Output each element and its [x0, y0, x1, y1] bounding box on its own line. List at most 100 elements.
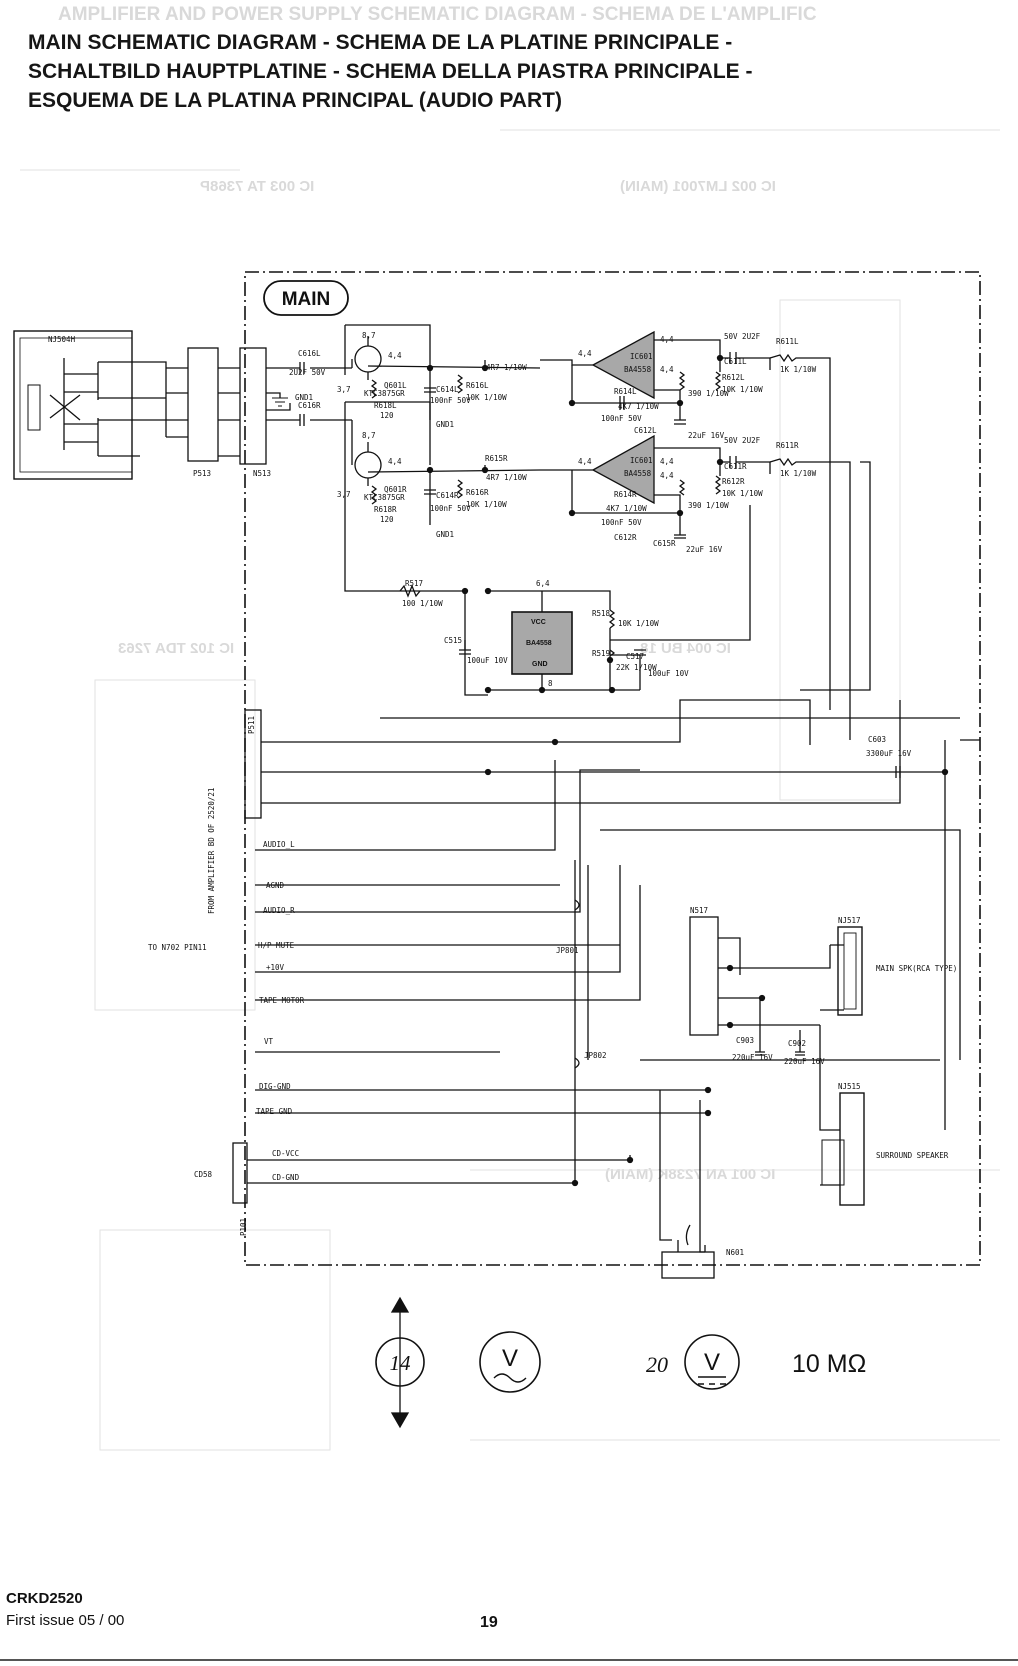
c611l-value: 50V 2U2F — [724, 332, 761, 341]
voltage-q601r-c: 8,7 — [362, 431, 376, 440]
r618l-value: 120 — [380, 411, 394, 420]
c616r-label: C616R — [298, 401, 321, 410]
r618r-label: R618R — [374, 505, 397, 514]
r612l-label: R612L — [722, 373, 745, 382]
net-audio-l: AUDIO_L — [263, 840, 295, 849]
c611r-value: 50V 2U2F — [724, 436, 761, 445]
to-n702-label: TO N702 PIN11 — [148, 943, 207, 952]
main-board-outline — [244, 271, 981, 1266]
r614l-label: R614L — [614, 387, 637, 396]
gnd1-label-l: GND1 — [436, 420, 454, 429]
r615l-value: 4R7 1/10W — [486, 363, 527, 372]
impedance-label: 10 MΩ — [792, 1350, 866, 1378]
net-cd-gnd: CD-GND — [272, 1173, 300, 1182]
c611r-label: C611R — [724, 462, 747, 471]
issue-text: First issue 05 / 00 — [6, 1612, 125, 1629]
n601-label: N601 — [726, 1248, 744, 1257]
q601r-type: KTC3875GR — [364, 493, 405, 502]
voltage-ic-fb-r: 4,4 — [660, 471, 674, 480]
net-plus10v: +10V — [266, 963, 285, 972]
ghost-header-text: AMPLIFIER AND POWER SUPPLY SCHEMATIC DIA… — [58, 4, 817, 25]
r611r-value: 1K 1/10W — [780, 469, 817, 478]
c615l-value: 22uF 16V — [688, 431, 725, 440]
r518-label: R518 — [592, 609, 611, 618]
ic-vcc-label: VCC — [531, 619, 546, 626]
r616r-value: 10K 1/10W — [466, 500, 507, 509]
nj515-label: NJ515 — [838, 1082, 861, 1091]
q601r-label: Q601R — [384, 485, 407, 494]
r614l-value: 4K7 1/10W — [618, 402, 659, 411]
surround-label: SURROUND SPEAKER — [876, 1151, 949, 1160]
ic-gnd-label: GND — [532, 661, 548, 668]
q601l-label: Q601L — [384, 381, 407, 390]
c517-value: 100uF 10V — [648, 669, 689, 678]
main-board-label: MAIN — [282, 289, 331, 310]
from-amp-label: FROM AMPLIFIER BD OF 2520/21 — [207, 788, 216, 914]
measure-point-number: 14 — [390, 1351, 412, 1375]
r614r-value: 4K7 1/10W — [606, 504, 647, 513]
r611l-value: 1K 1/10W — [780, 365, 817, 374]
jp801-label: JP801 — [556, 946, 579, 955]
voltage-ic-out-r: 4,4 — [660, 457, 674, 466]
r613l-value: 390 1/10W — [688, 389, 729, 398]
r517-label: R517 — [405, 579, 423, 588]
ic601-l-label: IC601 — [630, 352, 653, 361]
c614l-label: C614L — [436, 385, 459, 394]
c902-value: 220uF 16V — [784, 1057, 825, 1066]
ic601-r-label: IC601 — [630, 456, 653, 465]
voltage-q601r-e: 4,4 — [388, 457, 402, 466]
r616l-value: 10K 1/10W — [466, 393, 507, 402]
main-spk-label: MAIN SPK(RCA TYPE) — [876, 964, 957, 973]
net-hp-mute: H/P MUTE — [258, 941, 295, 950]
jp802-label: JP802 — [584, 1051, 607, 1060]
net-agnd: AGND — [266, 881, 285, 890]
r517-value: 100 1/10W — [402, 599, 443, 608]
r618r-value: 120 — [380, 515, 394, 524]
c612l-label: C612L — [634, 426, 657, 435]
net-tape-gnd: TAPE GND — [256, 1107, 293, 1116]
n517-label: N517 — [690, 906, 708, 915]
main-board-badge — [263, 280, 349, 316]
c612r-value: 100nF 50V — [601, 518, 642, 527]
voltage-vcc: 6,4 — [536, 579, 550, 588]
r613r-value: 390 1/10W — [688, 501, 729, 510]
c515-value: 100uF 10V — [467, 656, 508, 665]
net-dig-gnd: DIG-GND — [259, 1082, 291, 1091]
gnd1-label: GND1 — [295, 393, 313, 402]
nj504h-label: NJ504H — [48, 335, 76, 344]
c611l-label: C611L — [724, 357, 747, 366]
c614r-value: 100nF 50V — [430, 504, 471, 513]
voltage-q601r-b: 3,7 — [337, 490, 351, 499]
page-title: MAIN SCHEMATIC DIAGRAM - SCHEMA DE LA PL… — [28, 28, 928, 115]
r518-value: 10K 1/10W — [618, 619, 659, 628]
p513-label: P513 — [193, 469, 211, 478]
c612r-label: C612R — [614, 533, 637, 542]
c515-label: C515 — [444, 636, 462, 645]
c616-value: 2U2F 50V — [289, 368, 326, 377]
cd58-label: CD58 — [194, 1170, 213, 1179]
c615r-label: C615R — [653, 539, 676, 548]
voltage-ic-out-l: 4,4 — [660, 335, 674, 344]
ac-voltage-symbol: V — [502, 1345, 518, 1372]
c614l-value: 100nF 50V — [430, 396, 471, 405]
title-line-3: ESQUEMA DE LA PLATINA PRINCIPAL (AUDIO P… — [28, 89, 562, 112]
voltage-q601l-c: 8,7 — [362, 331, 376, 340]
r615r-label: R615R — [485, 454, 508, 463]
r614r-label: R614R — [614, 490, 637, 499]
c616l-label: C616L — [298, 349, 321, 358]
ic601-r-type: BA4558 — [624, 469, 652, 478]
r611l-label: R611L — [776, 337, 799, 346]
c603-label: C603 — [868, 735, 886, 744]
c902-label: C902 — [788, 1039, 806, 1048]
r611r-label: R611R — [776, 441, 799, 450]
r616r-label: R616R — [466, 488, 489, 497]
r519-value: 22K 1/10W — [616, 663, 657, 672]
p511-label: P511 — [247, 716, 256, 734]
net-tape-motor: TAPE MOTOR — [259, 996, 305, 1005]
dc-voltage-symbol: V — [704, 1349, 720, 1376]
c612l-value: 100nF 50V — [601, 414, 642, 423]
gnd1-label-r: GND1 — [436, 530, 454, 539]
net-audio-r: AUDIO_R — [263, 906, 295, 915]
c903-label: C903 — [736, 1036, 754, 1045]
